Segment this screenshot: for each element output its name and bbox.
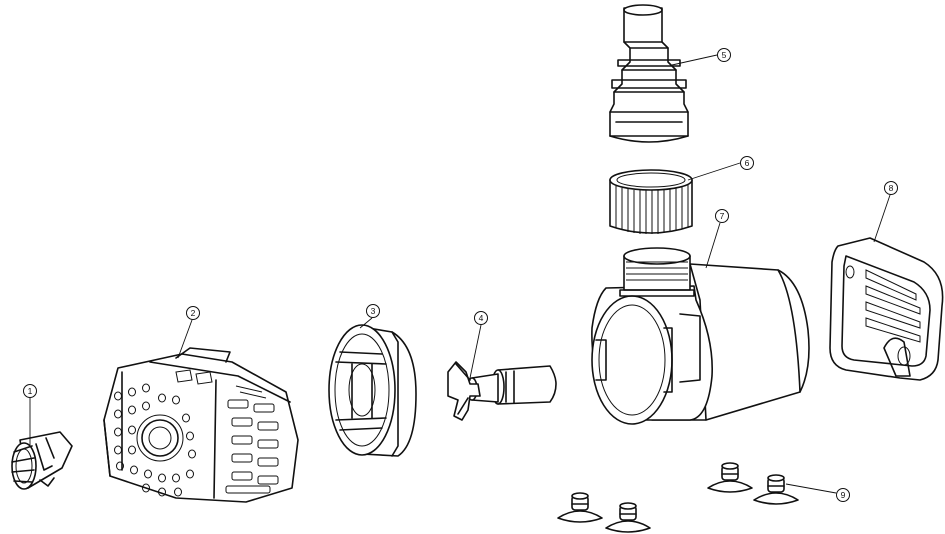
part-9-suction-cups: [557, 462, 799, 533]
cage-holes: [114, 383, 196, 497]
callout-5-label: 5: [722, 50, 727, 60]
part-4-impeller-rotor: [447, 361, 557, 421]
callout-3: 3: [366, 304, 380, 318]
callout-4: 4: [474, 311, 488, 325]
part-5-hose-adapter: [609, 4, 689, 143]
suction-cup: [605, 502, 651, 533]
part-6-union-nut: [609, 169, 693, 234]
suction-cup: [753, 474, 799, 505]
callout-2-label: 2: [191, 308, 196, 318]
callout-5: 5: [717, 48, 731, 62]
cage-slots: [175, 369, 279, 494]
leader-lines: [29, 54, 891, 494]
suction-cup: [707, 462, 753, 493]
part-1-inlet-nozzle: [11, 431, 73, 490]
callout-6: 6: [740, 156, 754, 170]
part-2-strainer-cage: [103, 347, 299, 503]
callout-3-label: 3: [371, 306, 376, 316]
part-3-impeller-cover: [328, 324, 417, 457]
callout-6-label: 6: [745, 158, 750, 168]
callout-1-label: 1: [28, 386, 33, 396]
callout-9: 9: [836, 488, 850, 502]
callout-8: 8: [884, 181, 898, 195]
part-8-side-cover: [829, 237, 944, 381]
part-7-pump-body: [591, 247, 810, 425]
callout-9-label: 9: [841, 490, 846, 500]
callout-8-label: 8: [889, 183, 894, 193]
callout-7: 7: [715, 209, 729, 223]
callout-7-label: 7: [720, 211, 725, 221]
callout-4-label: 4: [479, 313, 484, 323]
callout-1: 1: [23, 384, 37, 398]
suction-cup: [557, 492, 603, 523]
callout-2: 2: [186, 306, 200, 320]
